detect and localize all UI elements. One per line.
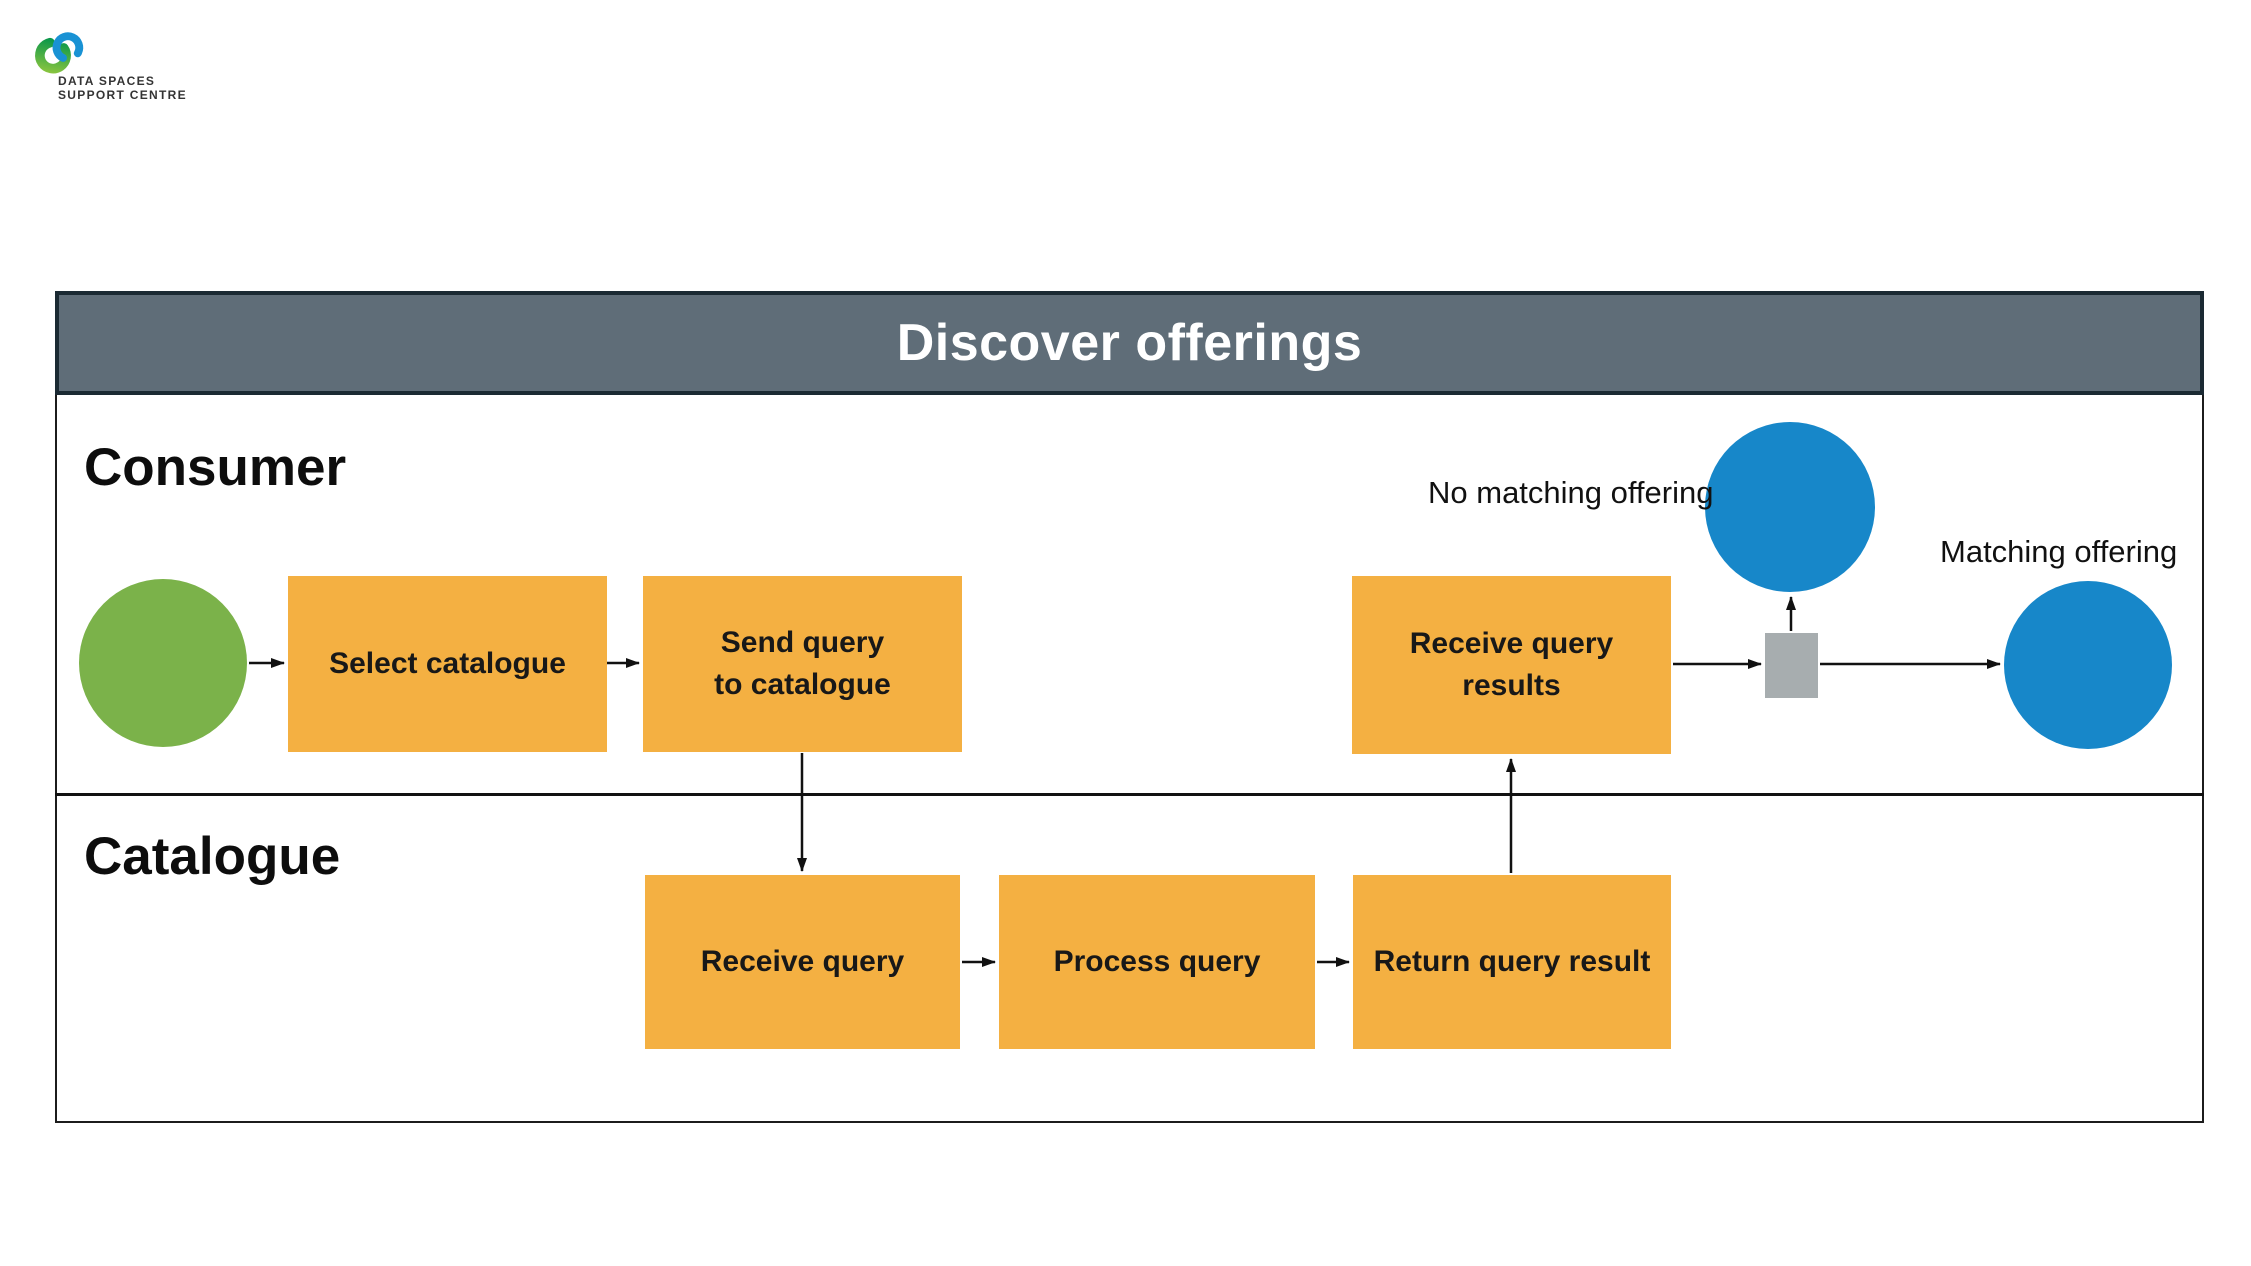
end-event-matching-offering — [2004, 581, 2172, 749]
gateway-rect — [1765, 633, 1818, 698]
task-label: Send query to catalogue — [714, 626, 891, 701]
dssc-logo: DATA SPACES SUPPORT CENTRE — [30, 22, 250, 117]
dssc-logo-icon — [35, 32, 84, 74]
task-receive-query: Receive query — [645, 875, 960, 1049]
annotation-matching-offering: Matching offering — [1940, 534, 2178, 569]
task-receive-query-results: Receive query results — [1352, 576, 1671, 754]
logo-text-line2: SUPPORT CENTRE — [58, 88, 187, 102]
end-event-no-matching-offering — [1705, 422, 1875, 592]
task-label: Process query — [1053, 945, 1261, 978]
dssc-logo-text: DATA SPACES SUPPORT CENTRE — [58, 74, 187, 102]
task-return-query-result: Return query result — [1353, 875, 1671, 1049]
start-event-circle — [79, 579, 247, 747]
task-select-catalogue: Select catalogue — [288, 576, 607, 752]
task-send-query-to-catalogue: Send query to catalogue — [643, 576, 962, 752]
lane-label-consumer: Consumer — [84, 438, 347, 497]
pool-title: Discover offerings — [896, 314, 1363, 372]
task-label: Receive query results — [1409, 627, 1614, 702]
lane-label-catalogue: Catalogue — [84, 827, 341, 886]
task-label: Receive query — [700, 945, 905, 978]
task-label: Select catalogue — [329, 647, 566, 680]
task-label: Return query result — [1373, 945, 1651, 978]
pool-title-bar: Discover offerings — [55, 291, 2204, 395]
lane-divider — [55, 793, 2204, 796]
logo-text-line1: DATA SPACES — [58, 74, 156, 88]
task-process-query: Process query — [999, 875, 1315, 1049]
annotation-no-matching-offering: No matching offering — [1428, 475, 1714, 510]
